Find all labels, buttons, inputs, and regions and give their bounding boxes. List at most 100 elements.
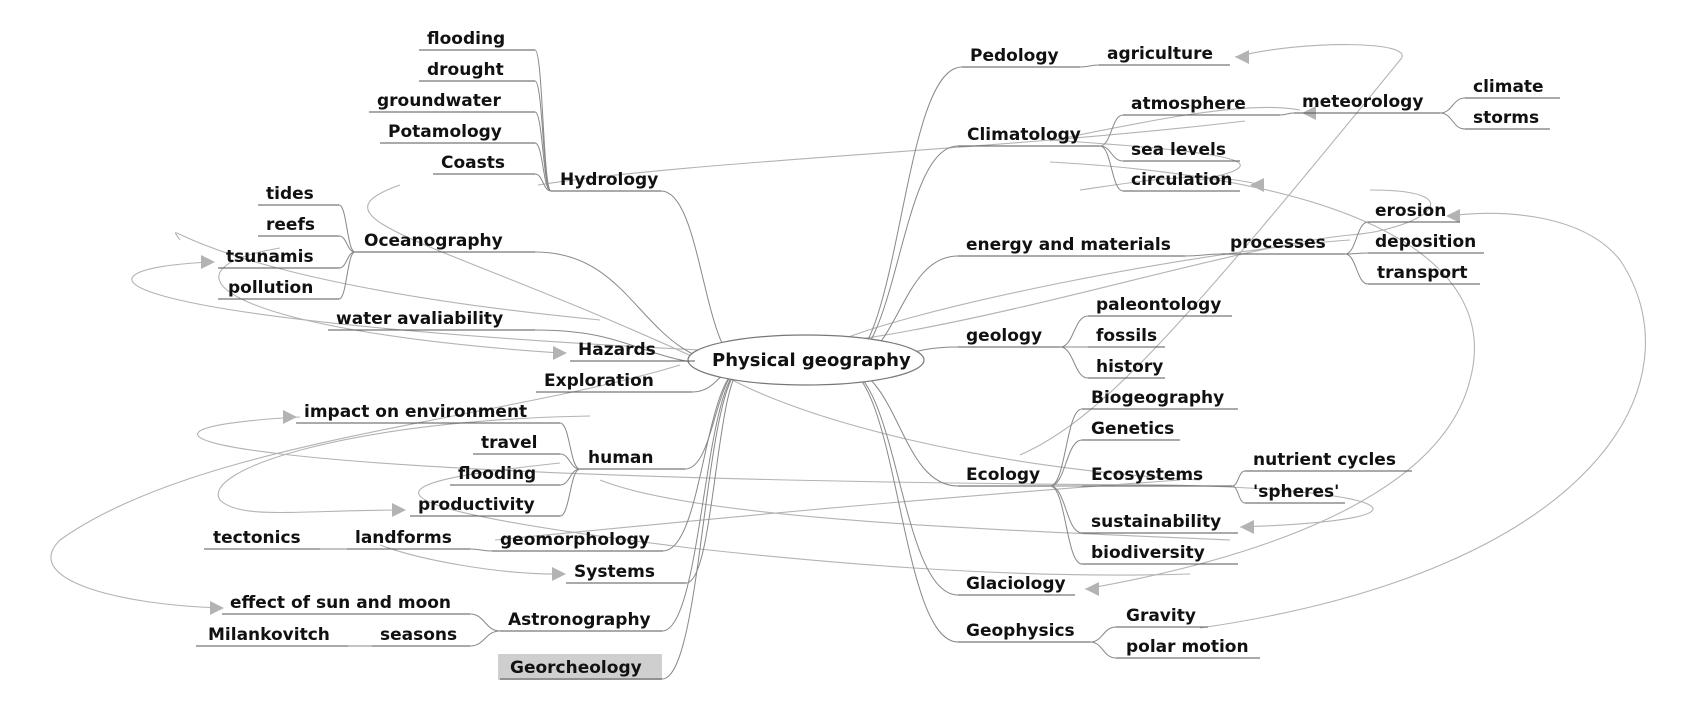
branch-line — [660, 190, 746, 367]
node-storms[interactable]: storms — [1465, 108, 1550, 130]
node-paleontology[interactable]: paleontology — [1088, 295, 1232, 317]
branch-line — [1344, 252, 1369, 255]
node-biodiversity[interactable]: biodiversity — [1082, 543, 1238, 565]
node-flooding[interactable]: flooding — [419, 29, 535, 51]
node-atmosphere[interactable]: atmosphere — [1123, 94, 1280, 116]
node-astronography[interactable]: Astronography — [500, 610, 662, 632]
node-genetics[interactable]: Genetics — [1082, 419, 1180, 441]
node-label: processes — [1230, 233, 1326, 253]
branch-line — [1439, 112, 1466, 130]
node-erosion[interactable]: erosion — [1368, 201, 1460, 223]
node-oceanography[interactable]: Oceanography — [355, 231, 535, 253]
node-hazards[interactable]: Hazards — [570, 340, 695, 362]
node-climatology[interactable]: Climatology — [958, 125, 1100, 147]
node-label: Coasts — [441, 153, 505, 173]
node-history[interactable]: history — [1088, 357, 1165, 379]
node-pedology[interactable]: Pedology — [962, 46, 1080, 68]
node-effect-of-sun-and-moon[interactable]: effect of sun and moon — [222, 593, 470, 615]
node-water-avaliability[interactable]: water avaliability — [328, 309, 535, 331]
node-milankovitch[interactable]: Milankovitch — [196, 625, 348, 647]
node-label: tectonics — [213, 528, 301, 548]
node-ecology[interactable]: Ecology — [958, 465, 1050, 487]
node-ecosystems[interactable]: Ecosystems — [1082, 465, 1232, 487]
node-climate[interactable]: climate — [1465, 77, 1560, 99]
node-tides[interactable]: tides — [258, 184, 339, 206]
node-human[interactable]: human — [580, 448, 685, 470]
node-seasons[interactable]: seasons — [372, 625, 470, 647]
node-potamology[interactable]: Potamology — [380, 122, 535, 144]
node-label: Hydrology — [560, 170, 658, 190]
node-label: landforms — [355, 528, 452, 548]
node-label: travel — [481, 433, 537, 453]
branch-line — [839, 365, 959, 487]
arrowhead — [552, 567, 566, 581]
node-label: history — [1096, 357, 1163, 377]
node-sustainability[interactable]: sustainability — [1082, 512, 1238, 534]
node-reefs[interactable]: reefs — [258, 215, 339, 237]
branch-line — [839, 365, 959, 643]
node-deposition[interactable]: deposition — [1368, 232, 1484, 254]
node-travel[interactable]: travel — [473, 433, 560, 455]
node-gravity[interactable]: Gravity — [1116, 606, 1208, 628]
node-georcheology[interactable]: Georcheology — [498, 654, 662, 680]
node-fossils[interactable]: fossils — [1088, 326, 1165, 348]
node-flooding[interactable]: flooding — [450, 464, 560, 486]
node-productivity[interactable]: productivity — [410, 495, 560, 517]
arrowhead — [1085, 582, 1099, 596]
node-label: 'spheres' — [1253, 482, 1339, 502]
branch-line — [1344, 253, 1369, 285]
cross-link — [131, 189, 1432, 352]
node-tectonics[interactable]: tectonics — [204, 528, 320, 550]
node-label: Ecosystems — [1091, 465, 1203, 485]
node-label: tsunamis — [226, 247, 314, 267]
node-geophysics[interactable]: Geophysics — [958, 621, 1090, 643]
node-spheres[interactable]: 'spheres' — [1245, 482, 1345, 504]
node-hydrology[interactable]: Hydrology — [551, 170, 661, 192]
branch-line — [469, 630, 501, 647]
cross-link — [217, 415, 591, 514]
node-sea-levels[interactable]: sea levels — [1123, 140, 1240, 162]
node-label: effect of sun and moon — [230, 593, 451, 613]
branch-line — [559, 453, 581, 470]
node-energy-and-materials[interactable]: energy and materials — [958, 235, 1185, 257]
cross-link — [1049, 139, 1241, 181]
cross-link — [418, 462, 1191, 576]
node-label: fossils — [1096, 326, 1157, 346]
node-label: Exploration — [544, 371, 654, 391]
node-agriculture[interactable]: agriculture — [1099, 44, 1230, 66]
arrowhead — [1235, 50, 1249, 64]
node-label: climate — [1473, 77, 1544, 97]
node-exploration[interactable]: Exploration — [536, 371, 692, 393]
node-label: paleontology — [1096, 295, 1221, 315]
node-processes[interactable]: processes — [1222, 233, 1345, 255]
node-tsunamis[interactable]: tsunamis — [218, 247, 339, 269]
root-node-shape[interactable] — [687, 334, 925, 386]
node-biogeography[interactable]: Biogeography — [1082, 388, 1238, 410]
node-landforms[interactable]: landforms — [347, 528, 470, 550]
node-transport[interactable]: transport — [1368, 263, 1480, 285]
branch-line — [469, 613, 501, 632]
branch-line — [1079, 64, 1100, 68]
cross-link — [537, 120, 1246, 186]
node-circulation[interactable]: circulation — [1123, 170, 1240, 192]
arrowhead — [210, 601, 224, 615]
node-pollution[interactable]: pollution — [218, 278, 339, 300]
node-coasts[interactable]: Coasts — [433, 153, 535, 175]
node-groundwater[interactable]: groundwater — [369, 91, 535, 113]
node-label: human — [588, 448, 654, 468]
node-label: deposition — [1375, 232, 1476, 252]
node-drought[interactable]: drought — [419, 60, 535, 82]
cross-link — [197, 416, 1374, 528]
node-polar-motion[interactable]: polar motion — [1116, 637, 1260, 659]
node-geology[interactable]: geology — [958, 326, 1060, 348]
node-glaciology[interactable]: Glaciology — [958, 574, 1075, 596]
node-label: energy and materials — [966, 235, 1171, 255]
cross-link — [1079, 176, 1263, 191]
node-systems[interactable]: Systems — [566, 562, 686, 584]
branch-line — [661, 365, 746, 680]
node-label: flooding — [458, 464, 536, 484]
node-meteorology[interactable]: meteorology — [1294, 92, 1440, 114]
node-impact-on-environment[interactable]: impact on environment — [296, 402, 560, 424]
node-nutrient-cycles[interactable]: nutrient cycles — [1245, 450, 1412, 472]
node-geomorphology[interactable]: geomorphology — [492, 530, 663, 552]
